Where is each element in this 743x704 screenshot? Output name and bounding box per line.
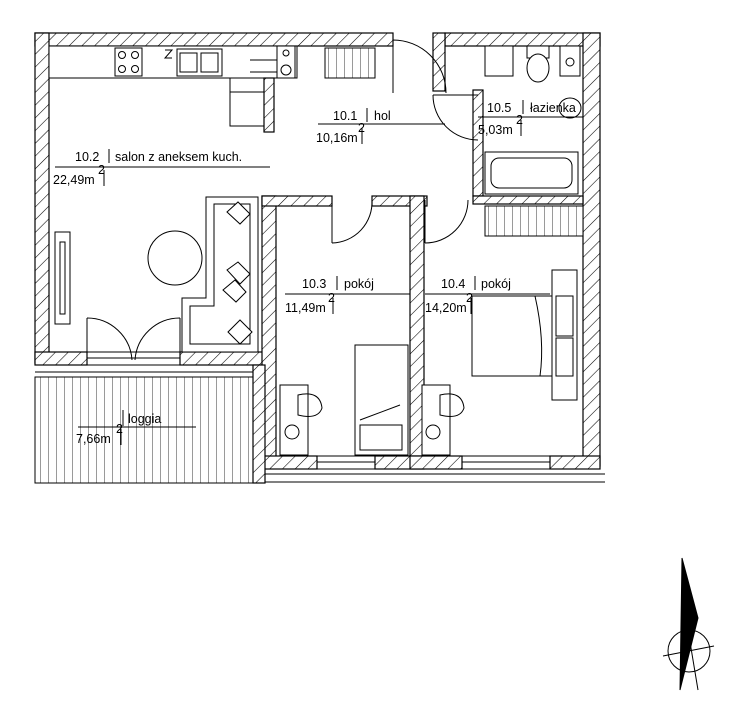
bed-room4 <box>471 295 553 377</box>
room-number: 10.2 <box>75 150 99 164</box>
bathroom-fixtures <box>484 45 584 237</box>
faucet-icon <box>163 49 174 59</box>
kitchen-counter <box>48 45 298 79</box>
room-area-unit: 2 <box>328 291 335 305</box>
room-name: loggia <box>128 412 161 426</box>
wall-right <box>582 32 601 467</box>
wall-bottom-room4-right <box>549 455 601 470</box>
room-name: hol <box>374 109 391 123</box>
stove <box>114 47 143 77</box>
label-room-10-3: 10.3 pokój 11,49m 2 <box>285 276 410 315</box>
label-room-10-1: 10.1 hol 10,16m 2 <box>316 108 445 145</box>
loggia-area <box>34 364 266 484</box>
tv-cabinet <box>54 231 71 325</box>
kitchen <box>48 45 376 133</box>
room-number: 10.1 <box>333 109 357 123</box>
compass-needle <box>679 557 699 691</box>
label-room-10-5: 10.5 łazienka 5,03m 2 <box>478 100 583 137</box>
wall-room3-top-left <box>261 195 333 207</box>
room-area: 5,03m <box>478 123 513 137</box>
room-name: pokój <box>481 277 511 291</box>
room-area: 14,20m <box>425 301 467 315</box>
bath-vent-box <box>559 45 581 77</box>
room-area: 22,49m <box>53 173 95 187</box>
washing-machine <box>484 45 514 77</box>
wall-top-left <box>34 32 394 47</box>
room-area: 10,16m <box>316 131 358 145</box>
room-number: 10.4 <box>441 277 465 291</box>
door-entry <box>392 39 447 94</box>
windows <box>86 351 605 483</box>
fridge <box>229 77 265 127</box>
cushion-2 <box>226 261 251 285</box>
wall-bathroom-left <box>472 89 484 197</box>
room-labels: 10.1 hol 10,16m 2 10.2 salon z aneksem k… <box>53 100 583 446</box>
toilet-bowl <box>526 53 550 83</box>
doors <box>86 39 479 361</box>
room3-furniture <box>279 344 409 456</box>
wall-bottom-room4-left <box>409 455 463 470</box>
bathtub <box>484 151 579 195</box>
room-area-unit: 2 <box>116 422 123 436</box>
door-loggia <box>86 317 181 361</box>
wall-salon-bottom-left <box>34 351 88 366</box>
cushion-3 <box>222 279 247 303</box>
label-loggia: loggia 7,66m 2 <box>76 410 196 446</box>
wall-bathroom-bottom <box>472 195 584 205</box>
room-name: łazienka <box>530 101 576 115</box>
room-number: 10.5 <box>487 101 511 115</box>
room4-furniture <box>421 269 578 456</box>
salon-furniture <box>54 196 259 353</box>
room-name: pokój <box>344 277 374 291</box>
wall-top-right <box>444 32 601 47</box>
hall-cabinet <box>324 47 376 79</box>
wardrobe-room4 <box>484 205 584 237</box>
desk-room4 <box>421 384 451 456</box>
label-room-10-4: 10.4 pokój 14,20m 2 <box>425 276 550 315</box>
wall-hall-top <box>432 32 446 92</box>
door-room4 <box>424 199 469 244</box>
door-room3 <box>331 199 373 244</box>
room-number: 10.3 <box>302 277 326 291</box>
vent-box <box>276 45 296 79</box>
room-area: 7,66m <box>76 432 111 446</box>
wall-bottom-room3-left <box>261 455 318 470</box>
wall-left <box>34 32 50 364</box>
walls <box>34 32 601 470</box>
washbasin <box>558 97 582 119</box>
room-area-unit: 2 <box>98 163 105 177</box>
cushion-4 <box>227 319 253 345</box>
room-area: 11,49m <box>285 301 326 315</box>
compass-north-label: N <box>684 623 693 637</box>
label-room-10-2: 10.2 salon z aneksem kuch. 22,49m 2 <box>53 149 270 187</box>
room-name: salon z aneksem kuch. <box>115 150 242 164</box>
room-area-unit: 2 <box>466 291 473 305</box>
door-bathroom <box>432 94 479 141</box>
desk-room3 <box>279 384 309 456</box>
sofa <box>181 196 259 353</box>
round-table <box>147 230 203 286</box>
bed-room3 <box>354 344 409 456</box>
compass-icon: N <box>662 557 715 691</box>
room-area-unit: 2 <box>516 113 523 127</box>
cushion-1 <box>226 201 251 225</box>
loggia-side-wall <box>252 364 266 484</box>
loggia-floor <box>34 376 254 484</box>
wall-salon-bottom-right <box>179 351 271 366</box>
kitchen-duct <box>263 77 275 133</box>
